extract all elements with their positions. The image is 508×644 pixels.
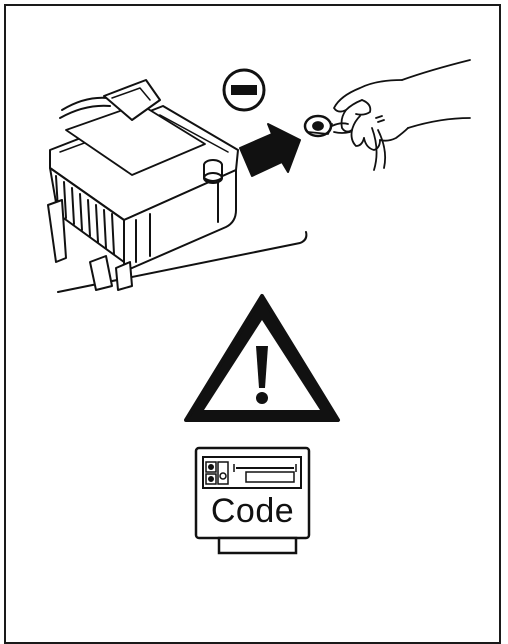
minus-circle-icon xyxy=(224,70,264,110)
arrow-right-icon xyxy=(240,124,300,176)
car-battery-icon xyxy=(48,80,306,292)
hand-holding-clamp-icon xyxy=(305,60,470,170)
warning-triangle-icon xyxy=(186,296,338,420)
radio-code-label: Code xyxy=(195,494,310,528)
